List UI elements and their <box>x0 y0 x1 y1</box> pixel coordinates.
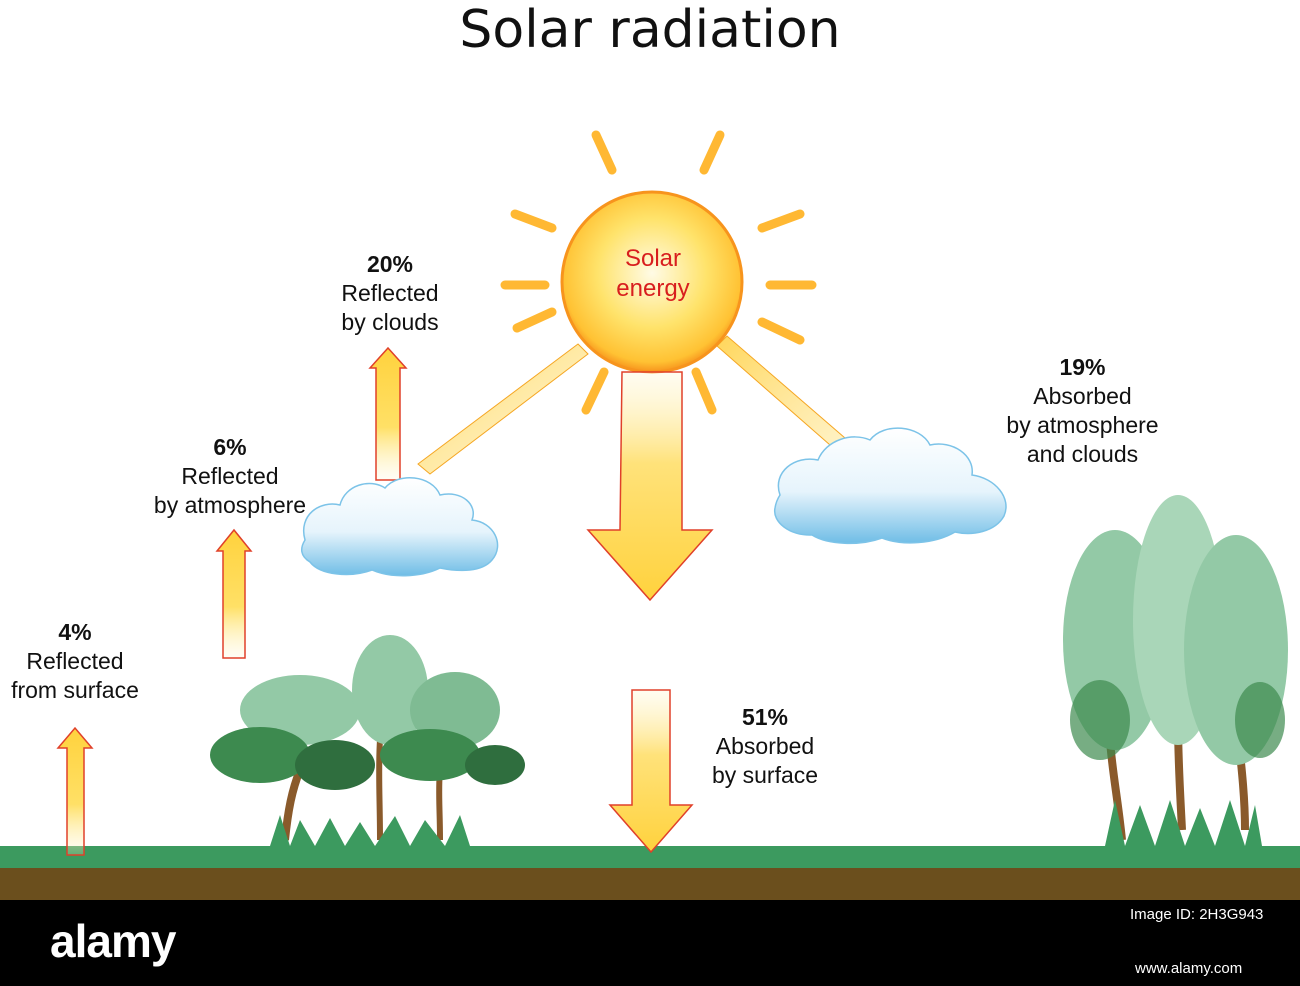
label-reflected-clouds: 20% Reflected by clouds <box>305 250 475 337</box>
footer-image-id: Image ID: 2H3G943 <box>1130 906 1264 923</box>
soil-strip <box>0 868 1300 900</box>
diagram-canvas: Solar radiation Solar energy 20% Reflect… <box>0 0 1300 900</box>
ground <box>0 846 1300 900</box>
label-line: by clouds <box>341 309 439 335</box>
label-line: Reflected <box>341 280 439 306</box>
incoming-arrow <box>586 371 714 602</box>
label-line: by atmosphere <box>1006 412 1159 438</box>
percent: 20% <box>366 251 414 277</box>
sun-label-line2: energy <box>616 275 690 302</box>
label-reflected-atmosphere: 6% Reflected by atmosphere <box>140 433 320 520</box>
percent: 19% <box>1059 354 1106 380</box>
label-line: Absorbed <box>715 733 815 759</box>
page-title: Solar radiation <box>459 0 841 60</box>
percent: 6% <box>213 434 247 460</box>
label-line: by atmosphere <box>153 492 307 518</box>
label-line: by surface <box>711 762 819 788</box>
sun-label: Solar energy <box>598 244 708 304</box>
label-absorbed-surface: 51% Absorbed by surface <box>695 703 835 790</box>
label-line: Reflected <box>181 463 279 489</box>
label-reflected-surface: 4% Reflected from surface <box>0 618 150 705</box>
tree-group-left <box>210 635 525 846</box>
label-line: Absorbed <box>1033 383 1132 409</box>
sun-rays <box>500 130 817 415</box>
label-absorbed-atmosphere: 19% Absorbed by atmosphere and clouds <box>990 353 1175 469</box>
watermark-footer: alamy Image ID: 2H3G943 www.alamy.com <box>0 900 1300 986</box>
percent: 51% <box>741 704 789 730</box>
reflected-clouds-arrow <box>368 346 408 481</box>
percent: 4% <box>58 619 92 645</box>
grass-strip <box>0 846 1300 868</box>
cloud-right <box>774 427 1007 545</box>
label-line: Reflected <box>26 648 124 674</box>
reflected-atmosphere-arrow <box>215 528 253 659</box>
tree-group-right <box>1063 495 1288 846</box>
cloud-left <box>300 477 499 577</box>
reflected-surface-arrow <box>56 726 94 856</box>
absorbed-surface-arrow <box>608 689 694 854</box>
beam-left <box>417 343 589 475</box>
label-line: from surface <box>11 677 139 703</box>
sun-label-line1: Solar <box>624 245 682 272</box>
footer-logo: alamy <box>50 915 176 967</box>
label-line: and clouds <box>1026 441 1139 467</box>
footer-site: www.alamy.com <box>1135 960 1243 977</box>
